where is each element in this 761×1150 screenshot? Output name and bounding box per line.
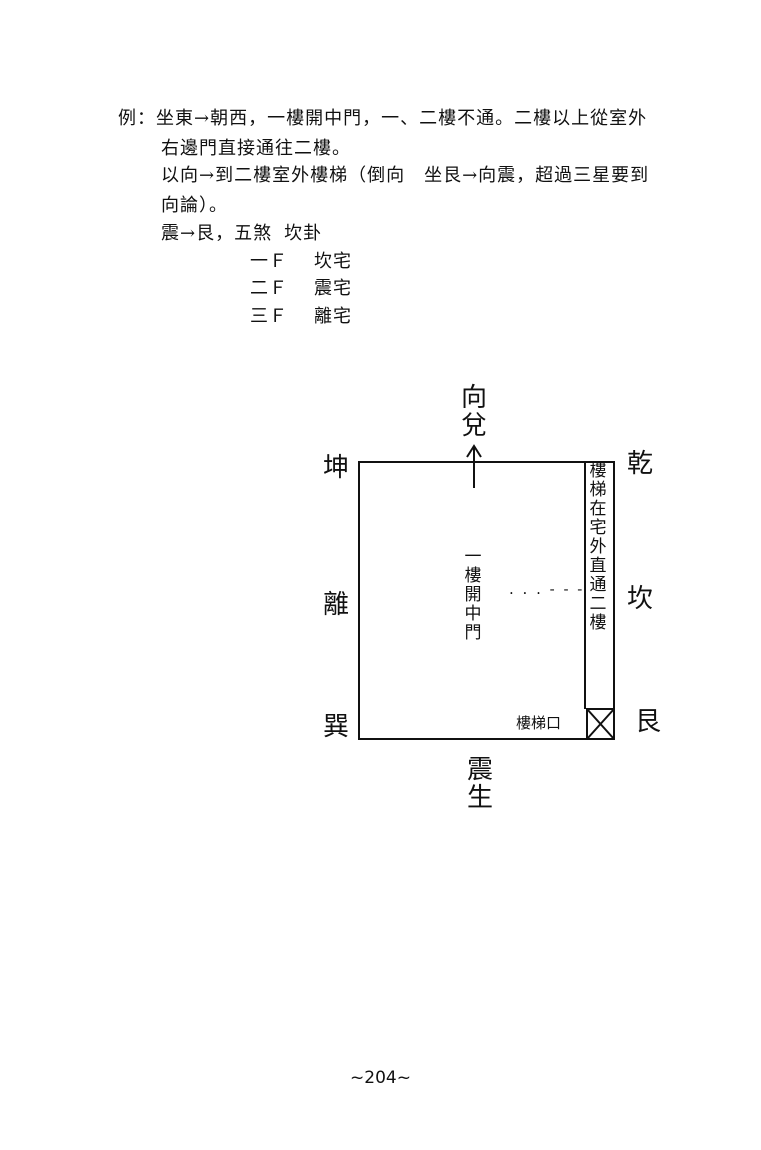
facing-arrow-icon xyxy=(466,444,482,458)
facing-label: 向 兌 xyxy=(460,383,487,441)
trigram-li: 離 xyxy=(322,590,349,620)
stair-box xyxy=(586,708,615,740)
row-value: 坎卦 xyxy=(284,223,323,244)
row-key: 二Ｆ xyxy=(250,278,288,299)
row-value: 離宅 xyxy=(314,306,352,327)
trigram-gen: 艮 xyxy=(634,707,661,737)
row-value: 坎宅 xyxy=(314,251,352,272)
row-key: 一Ｆ xyxy=(250,251,288,272)
outside-stair-note: 樓 梯 在 宅 外 直 通 二 樓 xyxy=(589,461,607,633)
row-key: 三Ｆ xyxy=(250,306,288,327)
row-key: 震→艮，五煞 xyxy=(161,223,273,244)
text-line-1: 例：坐東→朝西，一樓開中門，一、二樓不通。二樓以上從室外 xyxy=(118,108,648,129)
sitting-label: 震 生 xyxy=(466,755,493,813)
stair-cross-2 xyxy=(586,708,615,740)
page-number: ~204~ xyxy=(350,1068,411,1088)
text-line-3: 以向→到二樓室外樓梯（倒向 坐艮→向震，超過三星要到 xyxy=(161,165,650,186)
house-row-1: 一Ｆ 坎宅 xyxy=(250,247,352,273)
stair-exit-label: 樓梯口 xyxy=(516,714,562,732)
house-row-3: 三Ｆ 離宅 xyxy=(250,302,352,328)
trigram-xun: 巽 xyxy=(322,712,349,742)
trigram-kun: 坤 xyxy=(322,453,349,483)
text-line-4: 向論）。 xyxy=(161,195,228,216)
row-value: 震宅 xyxy=(314,278,352,299)
trigram-kan: 坎 xyxy=(626,584,653,614)
dotted-mark: . . . - - - xyxy=(509,580,585,598)
text-line-2: 右邊門直接通往二樓。 xyxy=(161,138,351,159)
house-outline xyxy=(358,461,615,740)
trigram-qian: 乾 xyxy=(626,449,653,479)
house-row-0: 震→艮，五煞坎卦 xyxy=(161,219,322,245)
center-door-note: 一 樓 開 中 門 xyxy=(464,547,482,643)
house-row-2: 二Ｆ 震宅 xyxy=(250,274,352,300)
